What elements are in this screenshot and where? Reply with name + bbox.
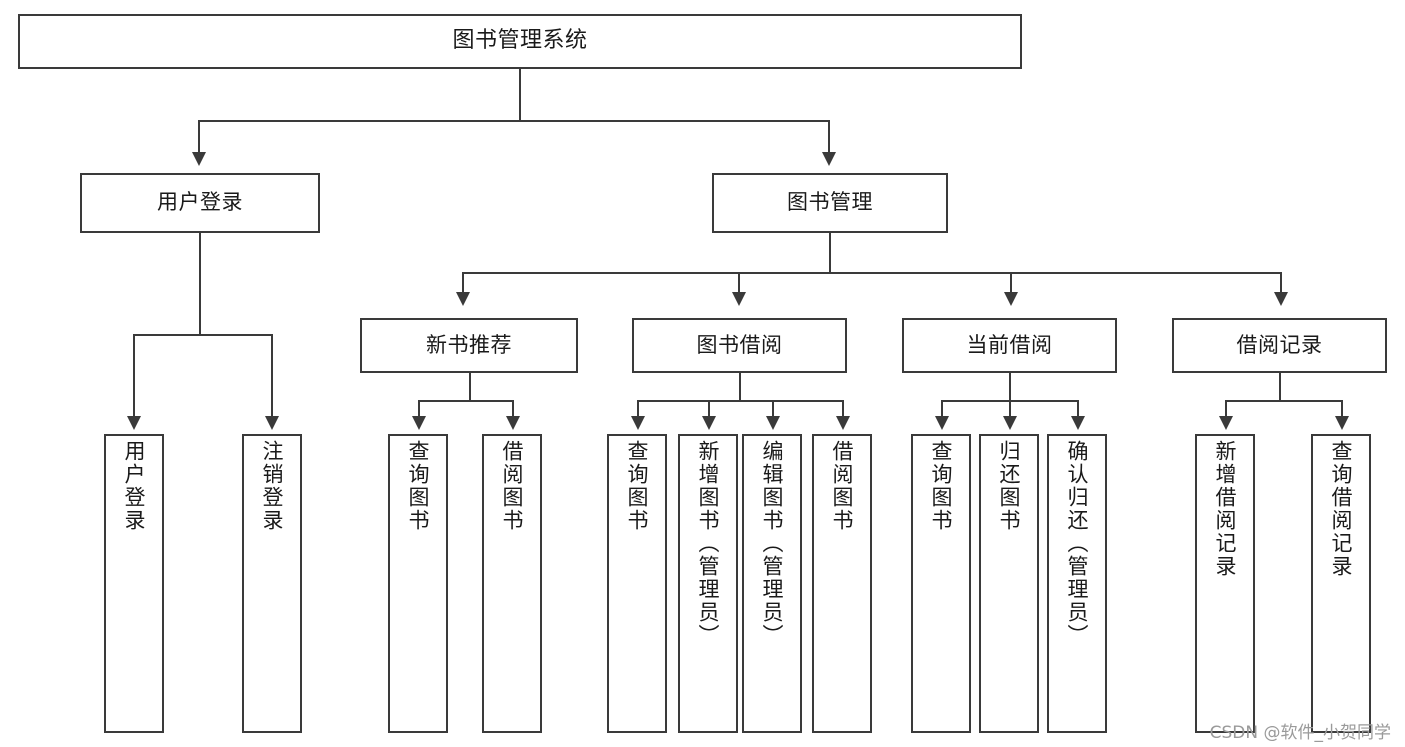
arrow-to-user-login: [192, 152, 206, 166]
node-leaf-return-book[interactable]: 归还图书: [979, 434, 1039, 733]
node-root-system[interactable]: 图书管理系统: [18, 14, 1022, 69]
arrow-to-leaf-edit-book: [766, 416, 780, 430]
connector-root-stem: [519, 69, 521, 121]
node-user-login[interactable]: 用户登录: [80, 173, 320, 233]
connector-root-bus: [198, 120, 830, 122]
node-label: 编辑图书（管理员）: [760, 440, 785, 647]
connector-cb-to-leaf-1: [941, 400, 943, 420]
connector-bb-to-leaf-3: [772, 400, 774, 420]
node-label: 查询图书: [625, 440, 650, 532]
arrow-to-leaf-query-book-2: [631, 416, 645, 430]
node-leaf-add-book[interactable]: 新增图书（管理员）: [678, 434, 738, 733]
arrow-to-borrow-record: [1274, 292, 1288, 306]
node-leaf-user-login[interactable]: 用户登录: [104, 434, 164, 733]
connector-book-management-stem: [829, 233, 831, 273]
connector-user-login-to-leaf-1: [133, 334, 135, 420]
arrow-to-leaf-borrow-book-2: [836, 416, 850, 430]
arrow-to-current-borrow: [1004, 292, 1018, 306]
connector-book-management-bus: [462, 272, 1280, 274]
arrow-to-leaf-query-book-1: [412, 416, 426, 430]
arrow-to-leaf-user-login: [127, 416, 141, 430]
node-leaf-borrow-book-1[interactable]: 借阅图书: [482, 434, 542, 733]
node-label: 借阅记录: [1236, 332, 1323, 357]
node-label: 图书管理系统: [452, 28, 588, 54]
node-label: 借阅图书: [500, 440, 525, 532]
node-leaf-edit-book[interactable]: 编辑图书（管理员）: [742, 434, 802, 733]
node-leaf-logout[interactable]: 注销登录: [242, 434, 302, 733]
connector-root-to-book-management: [828, 120, 830, 156]
connector-bm-to-book-borrow: [738, 272, 740, 296]
connector-new-book-stem: [469, 373, 471, 401]
connector-user-login-stem: [199, 233, 201, 335]
arrow-to-leaf-confirm-return: [1071, 416, 1085, 430]
connector-borrow-record-stem: [1279, 373, 1281, 401]
node-borrow-record[interactable]: 借阅记录: [1172, 318, 1387, 373]
connector-cb-to-leaf-2: [1009, 400, 1011, 420]
connector-book-borrow-bus: [637, 400, 842, 402]
arrow-to-book-management: [822, 152, 836, 166]
connector-bm-to-new-book: [462, 272, 464, 296]
connector-bm-to-current-borrow: [1010, 272, 1012, 296]
node-book-borrow[interactable]: 图书借阅: [632, 318, 847, 373]
arrow-to-new-book-recommend: [456, 292, 470, 306]
node-leaf-query-book-3[interactable]: 查询图书: [911, 434, 971, 733]
node-label: 确认归还（管理员）: [1065, 440, 1090, 647]
arrow-to-leaf-borrow-book-1: [506, 416, 520, 430]
node-leaf-query-book-1[interactable]: 查询图书: [388, 434, 448, 733]
node-label: 借阅图书: [830, 440, 855, 532]
node-leaf-query-record[interactable]: 查询借阅记录: [1311, 434, 1371, 733]
node-label: 新增图书（管理员）: [696, 440, 721, 647]
connector-bb-to-leaf-2: [708, 400, 710, 420]
node-label: 图书借阅: [696, 332, 783, 357]
node-leaf-query-book-2[interactable]: 查询图书: [607, 434, 667, 733]
node-label: 注销登录: [260, 440, 285, 532]
arrow-to-leaf-add-book: [702, 416, 716, 430]
connector-current-borrow-stem: [1009, 373, 1011, 401]
node-label: 用户登录: [122, 440, 147, 532]
arrow-to-leaf-query-book-3: [935, 416, 949, 430]
arrow-to-leaf-query-record: [1335, 416, 1349, 430]
node-new-book-recommend[interactable]: 新书推荐: [360, 318, 578, 373]
connector-root-to-user-login: [198, 120, 200, 156]
node-leaf-confirm-return[interactable]: 确认归还（管理员）: [1047, 434, 1107, 733]
connector-bm-to-borrow-record: [1280, 272, 1282, 296]
node-label: 新增借阅记录: [1213, 440, 1238, 578]
connector-new-book-to-leaf-1: [418, 400, 420, 420]
node-label: 用户登录: [157, 190, 243, 215]
connector-bb-to-leaf-4: [842, 400, 844, 420]
arrow-to-leaf-add-record: [1219, 416, 1233, 430]
node-label: 图书管理: [787, 190, 873, 215]
connector-new-book-to-leaf-2: [512, 400, 514, 420]
connector-book-borrow-stem: [739, 373, 741, 401]
arrow-to-book-borrow: [732, 292, 746, 306]
arrow-to-leaf-return-book: [1003, 416, 1017, 430]
connector-new-book-bus: [418, 400, 512, 402]
node-label: 查询图书: [406, 440, 431, 532]
connector-br-to-leaf-2: [1341, 400, 1343, 420]
connector-bb-to-leaf-1: [637, 400, 639, 420]
connector-br-to-leaf-1: [1225, 400, 1227, 420]
node-leaf-add-record[interactable]: 新增借阅记录: [1195, 434, 1255, 733]
connector-cb-to-leaf-3: [1077, 400, 1079, 420]
node-leaf-borrow-book-2[interactable]: 借阅图书: [812, 434, 872, 733]
connector-user-login-to-leaf-2: [271, 334, 273, 420]
node-label: 新书推荐: [426, 332, 512, 357]
arrow-to-leaf-logout: [265, 416, 279, 430]
connector-user-login-bus: [133, 334, 272, 336]
node-label: 查询借阅记录: [1329, 440, 1354, 578]
connector-borrow-record-bus: [1225, 400, 1342, 402]
node-label: 归还图书: [997, 440, 1022, 532]
node-label: 查询图书: [929, 440, 954, 532]
node-label: 当前借阅: [966, 332, 1053, 357]
node-book-management[interactable]: 图书管理: [712, 173, 948, 233]
node-current-borrow[interactable]: 当前借阅: [902, 318, 1117, 373]
